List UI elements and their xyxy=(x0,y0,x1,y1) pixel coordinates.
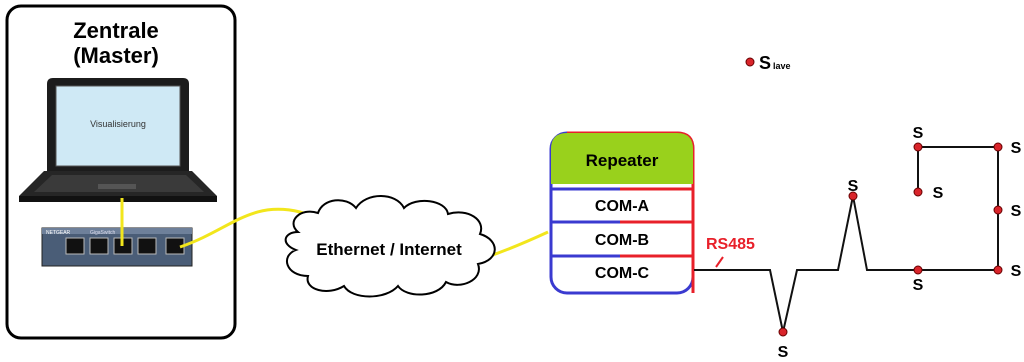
slave-dot xyxy=(913,142,923,152)
slave-dot xyxy=(913,187,923,197)
repeater-header-label: Repeater xyxy=(586,151,659,170)
switch-brand: NETGEAR xyxy=(46,230,71,236)
master-title-line1: Zentrale xyxy=(73,18,159,43)
switch-model: GigaSwitch xyxy=(90,230,116,236)
cloud-shape xyxy=(284,195,496,298)
legend-slave-dot xyxy=(745,57,755,67)
slave-dot xyxy=(778,327,788,337)
slave-dot xyxy=(993,142,1003,152)
slave-label: S xyxy=(933,185,944,202)
slave-label: S xyxy=(913,125,924,142)
laptop-icon xyxy=(19,78,217,202)
slave-dot xyxy=(848,191,858,201)
laptop-screen-label: Visualisierung xyxy=(90,119,146,129)
network-switch-icon xyxy=(41,227,193,267)
slave-label: S xyxy=(848,178,859,195)
repeater-box xyxy=(549,131,695,295)
rs485-pointer xyxy=(715,256,724,268)
rs485-label: RS485 xyxy=(706,236,755,253)
slave-label: S xyxy=(1011,263,1022,280)
repeater-port-com-b: COM-B xyxy=(595,232,649,249)
slave-dot xyxy=(993,205,1003,215)
repeater-port-com-c: COM-C xyxy=(595,265,650,282)
slave-dot xyxy=(993,265,1003,275)
slave-nodes xyxy=(778,142,1003,337)
cloud-label: Ethernet / Internet xyxy=(316,240,462,259)
slave-dot xyxy=(913,265,923,275)
slave-label: S xyxy=(1011,203,1022,220)
repeater-header-bg xyxy=(551,133,693,184)
slave-label: S xyxy=(1011,140,1022,157)
legend-slave-suffix: lave xyxy=(773,61,791,71)
slave-label: S xyxy=(913,277,924,294)
slave-label: S xyxy=(778,344,789,361)
master-title-line2: (Master) xyxy=(73,43,159,68)
legend-slave-big-letter: S xyxy=(759,53,771,73)
repeater-port-com-a: COM-A xyxy=(595,198,650,215)
